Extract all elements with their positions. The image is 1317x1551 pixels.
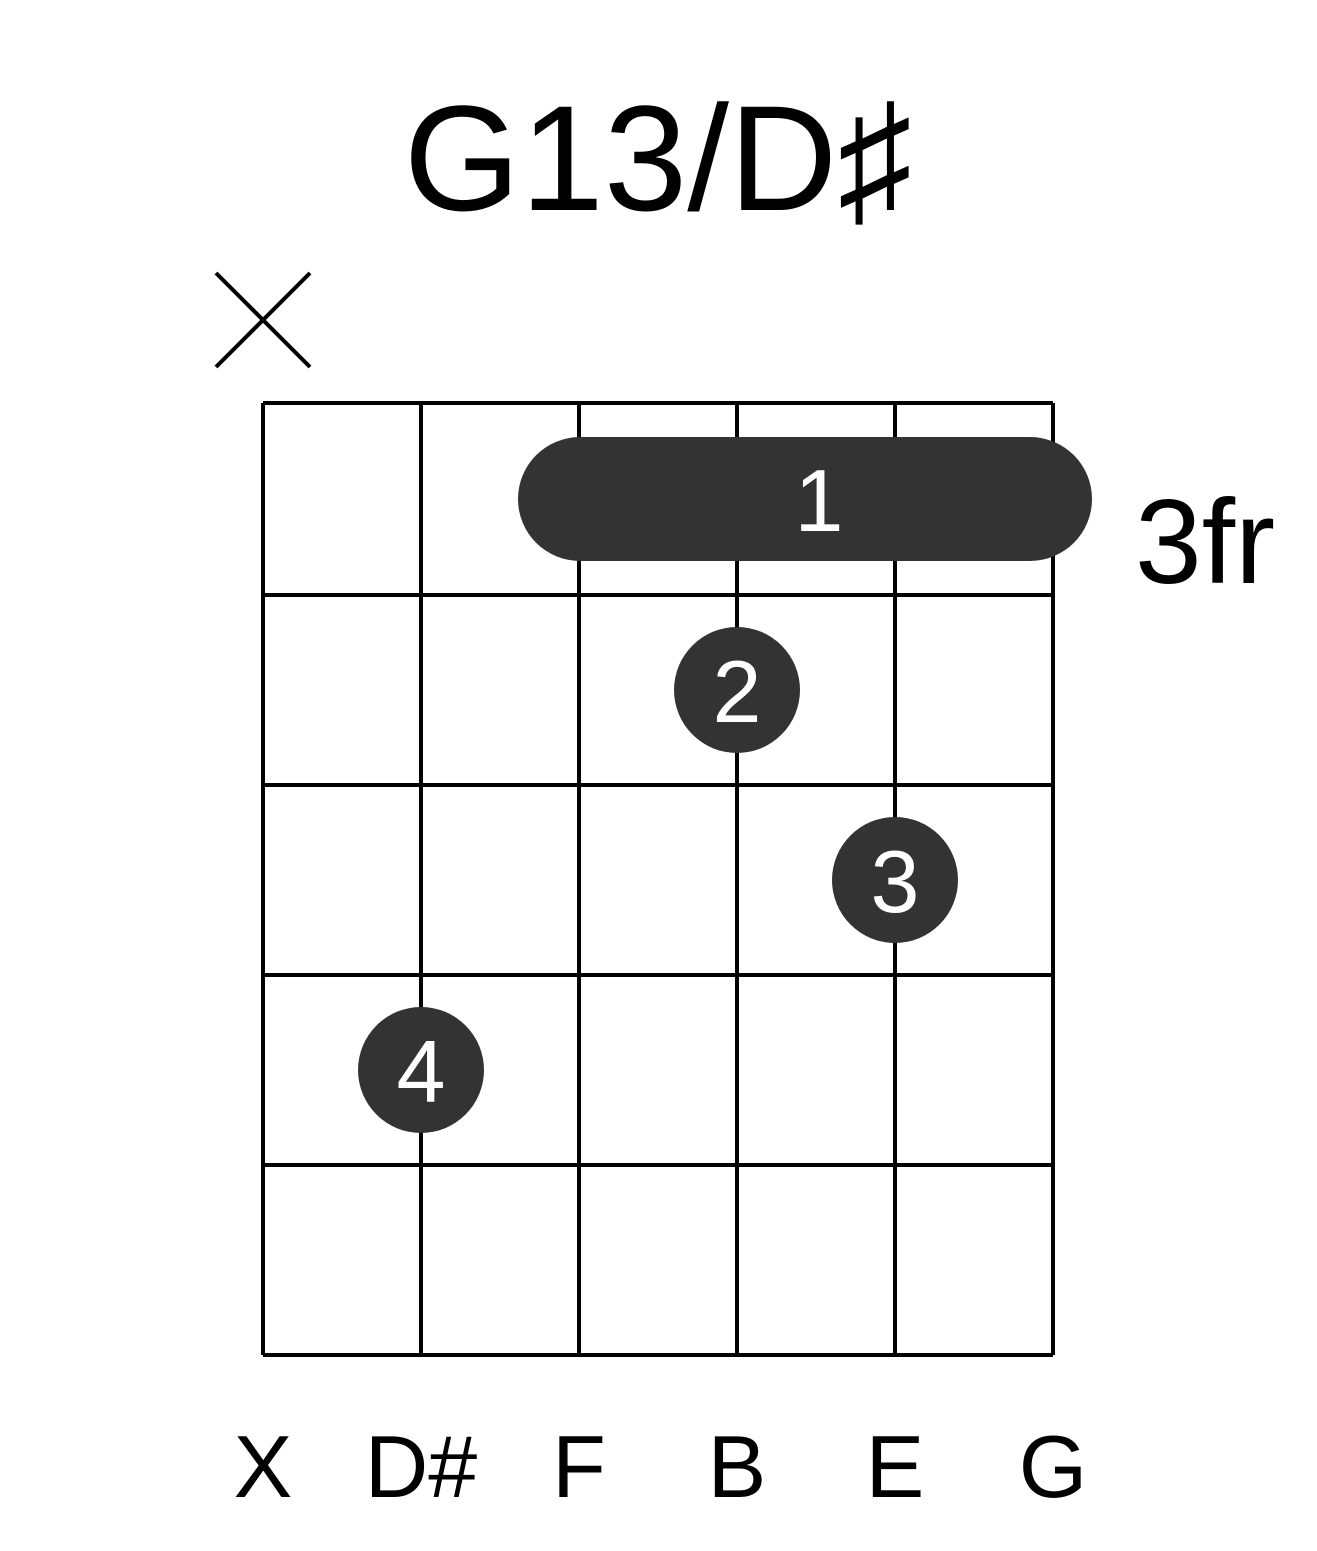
finger-number: 3 (871, 832, 920, 931)
finger-dot: 3 (832, 817, 958, 943)
string-note-label: X (234, 1417, 293, 1516)
mute-x-icon (214, 271, 312, 369)
string-note-label: D# (365, 1417, 478, 1516)
string-note-label: G (1019, 1417, 1087, 1516)
string-note-label: E (866, 1417, 925, 1516)
finger-number: 2 (713, 642, 762, 741)
chord-title: G13/D♯ (404, 74, 913, 242)
barre-finger-label: 1 (795, 451, 844, 550)
string-note-label: B (708, 1417, 767, 1516)
starting-fret-label: 3fr (1135, 475, 1275, 609)
finger-number: 4 (397, 1022, 446, 1121)
finger-dot: 4 (358, 1007, 484, 1133)
barre-group: 1 (518, 437, 1092, 561)
barre-bar (518, 437, 1092, 561)
string-note-label: F (552, 1417, 606, 1516)
finger-dots: 2 3 4 (358, 627, 958, 1133)
finger-dot: 2 (674, 627, 800, 753)
mute-markers (214, 271, 312, 369)
